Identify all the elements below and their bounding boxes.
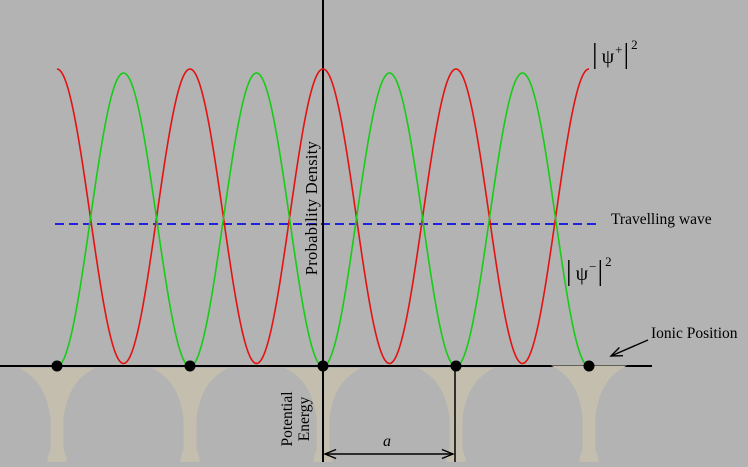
- potential-well: [418, 368, 494, 462]
- right-bar: |: [623, 39, 630, 70]
- psi-minus-squared-label: | ψ − | 2: [565, 254, 612, 288]
- ionic-position-arrow: [610, 339, 649, 357]
- potential-energy-axis-label: Potential Energy: [279, 391, 313, 446]
- ion-dot: [317, 360, 329, 372]
- ionic-position-label: Ionic Position: [651, 325, 738, 342]
- lattice-arrowhead-left: [323, 448, 337, 460]
- psi-symbol: ψ: [575, 263, 589, 285]
- ionic-position-arrowhead: [609, 347, 624, 357]
- lattice-arrowhead-right: [441, 448, 455, 460]
- minus-superscript: −: [589, 259, 597, 274]
- ion-dot: [583, 360, 595, 372]
- probability-density-axis-label: Probability Density: [302, 140, 321, 276]
- ion-dot: [450, 360, 462, 372]
- ion-dot: [184, 360, 196, 372]
- left-bar: |: [566, 256, 572, 287]
- psi-plus-curve: [56, 68, 590, 365]
- left-bar: |: [592, 39, 598, 70]
- potential-well: [152, 368, 228, 462]
- right-bar: |: [597, 256, 604, 287]
- psi-plus-squared-label: | ψ + | 2: [591, 37, 638, 71]
- plus-superscript: +: [615, 42, 623, 57]
- lattice-constant-label: a: [383, 433, 391, 450]
- potential-energy-line2: Energy: [296, 396, 313, 442]
- ion-dot: [51, 360, 63, 372]
- potential-energy-line1: Potential: [279, 391, 296, 447]
- travelling-wave-label: Travelling wave: [611, 211, 712, 228]
- psi-symbol: ψ: [601, 46, 615, 68]
- potential-well: [19, 368, 95, 462]
- squared-exponent: 2: [631, 37, 638, 52]
- potential-well: [551, 365, 627, 462]
- squared-exponent: 2: [605, 254, 612, 269]
